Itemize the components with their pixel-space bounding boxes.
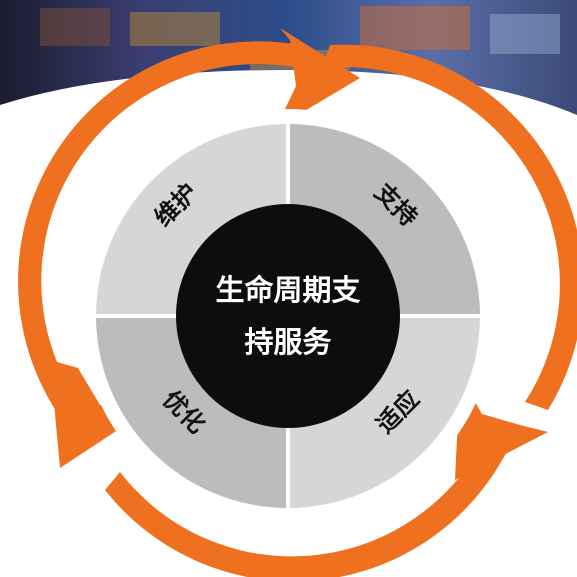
center-circle — [176, 204, 400, 428]
arrow-head-top — [276, 28, 360, 128]
center-title-line2: 持服务 — [244, 325, 331, 359]
outer-arc-reliability — [105, 432, 510, 577]
arrow-head-left — [50, 360, 145, 468]
outer-label-efficiency: 效率 — [469, 165, 513, 216]
outer-label-reliability: 可靠性 — [257, 527, 323, 552]
outer-arc-efficiency — [322, 44, 577, 410]
outer-arc-safety — [18, 41, 300, 441]
outer-cycle — [18, 28, 577, 577]
center-title-line1: 生命周期支 — [215, 273, 360, 307]
